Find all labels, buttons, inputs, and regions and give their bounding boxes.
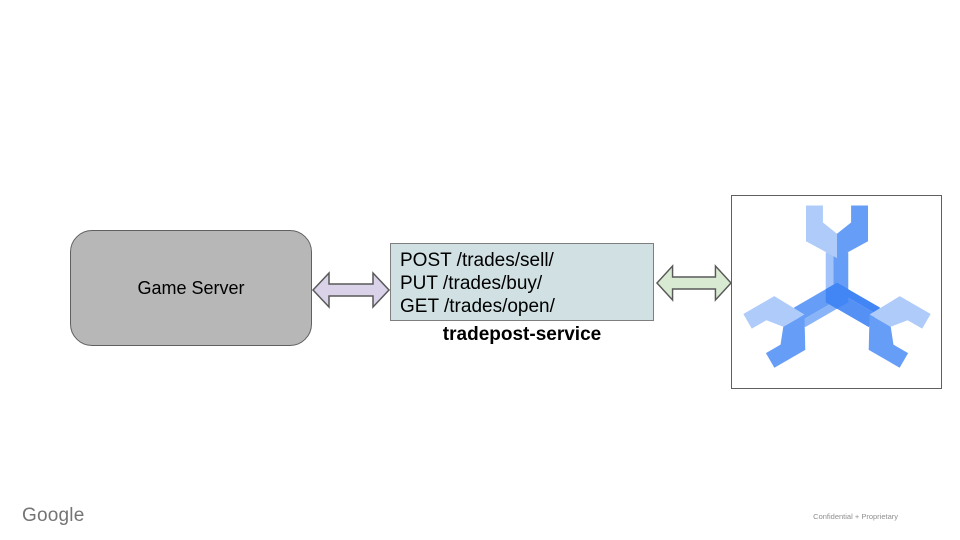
arm-shaft-edge — [837, 285, 880, 315]
left-arrow-shape — [311, 271, 391, 309]
google-logo: Google — [22, 505, 85, 526]
spanner-center-hub — [825, 282, 848, 309]
cloud-spanner-icon — [742, 205, 931, 368]
arm-head-left — [869, 296, 931, 329]
spanner-node — [731, 195, 942, 389]
arm-head-left — [765, 314, 805, 368]
game-server-node: Game Server — [70, 230, 312, 346]
left-bidirectional-arrow — [311, 271, 391, 309]
arm-head-right — [742, 296, 804, 329]
right-bidirectional-arrow — [655, 264, 733, 302]
endpoint-post: POST /trades/sell/ — [400, 250, 554, 271]
arm-head-right — [836, 205, 868, 259]
tradepost-service-node: POST /trades/sell/ PUT /trades/buy/ GET … — [390, 243, 654, 321]
arm-shaft-edge — [825, 252, 833, 297]
tradepost-service-label: tradepost-service — [442, 324, 602, 345]
confidential-note: Confidential + Proprietary — [813, 512, 898, 521]
right-arrow-shape — [655, 264, 733, 302]
game-server-label: Game Server — [137, 277, 245, 298]
endpoint-get: GET /trades/open/ — [400, 296, 555, 317]
arm-head-right — [868, 314, 908, 368]
endpoint-put: PUT /trades/buy/ — [400, 273, 543, 294]
arm-head-left — [805, 205, 837, 259]
